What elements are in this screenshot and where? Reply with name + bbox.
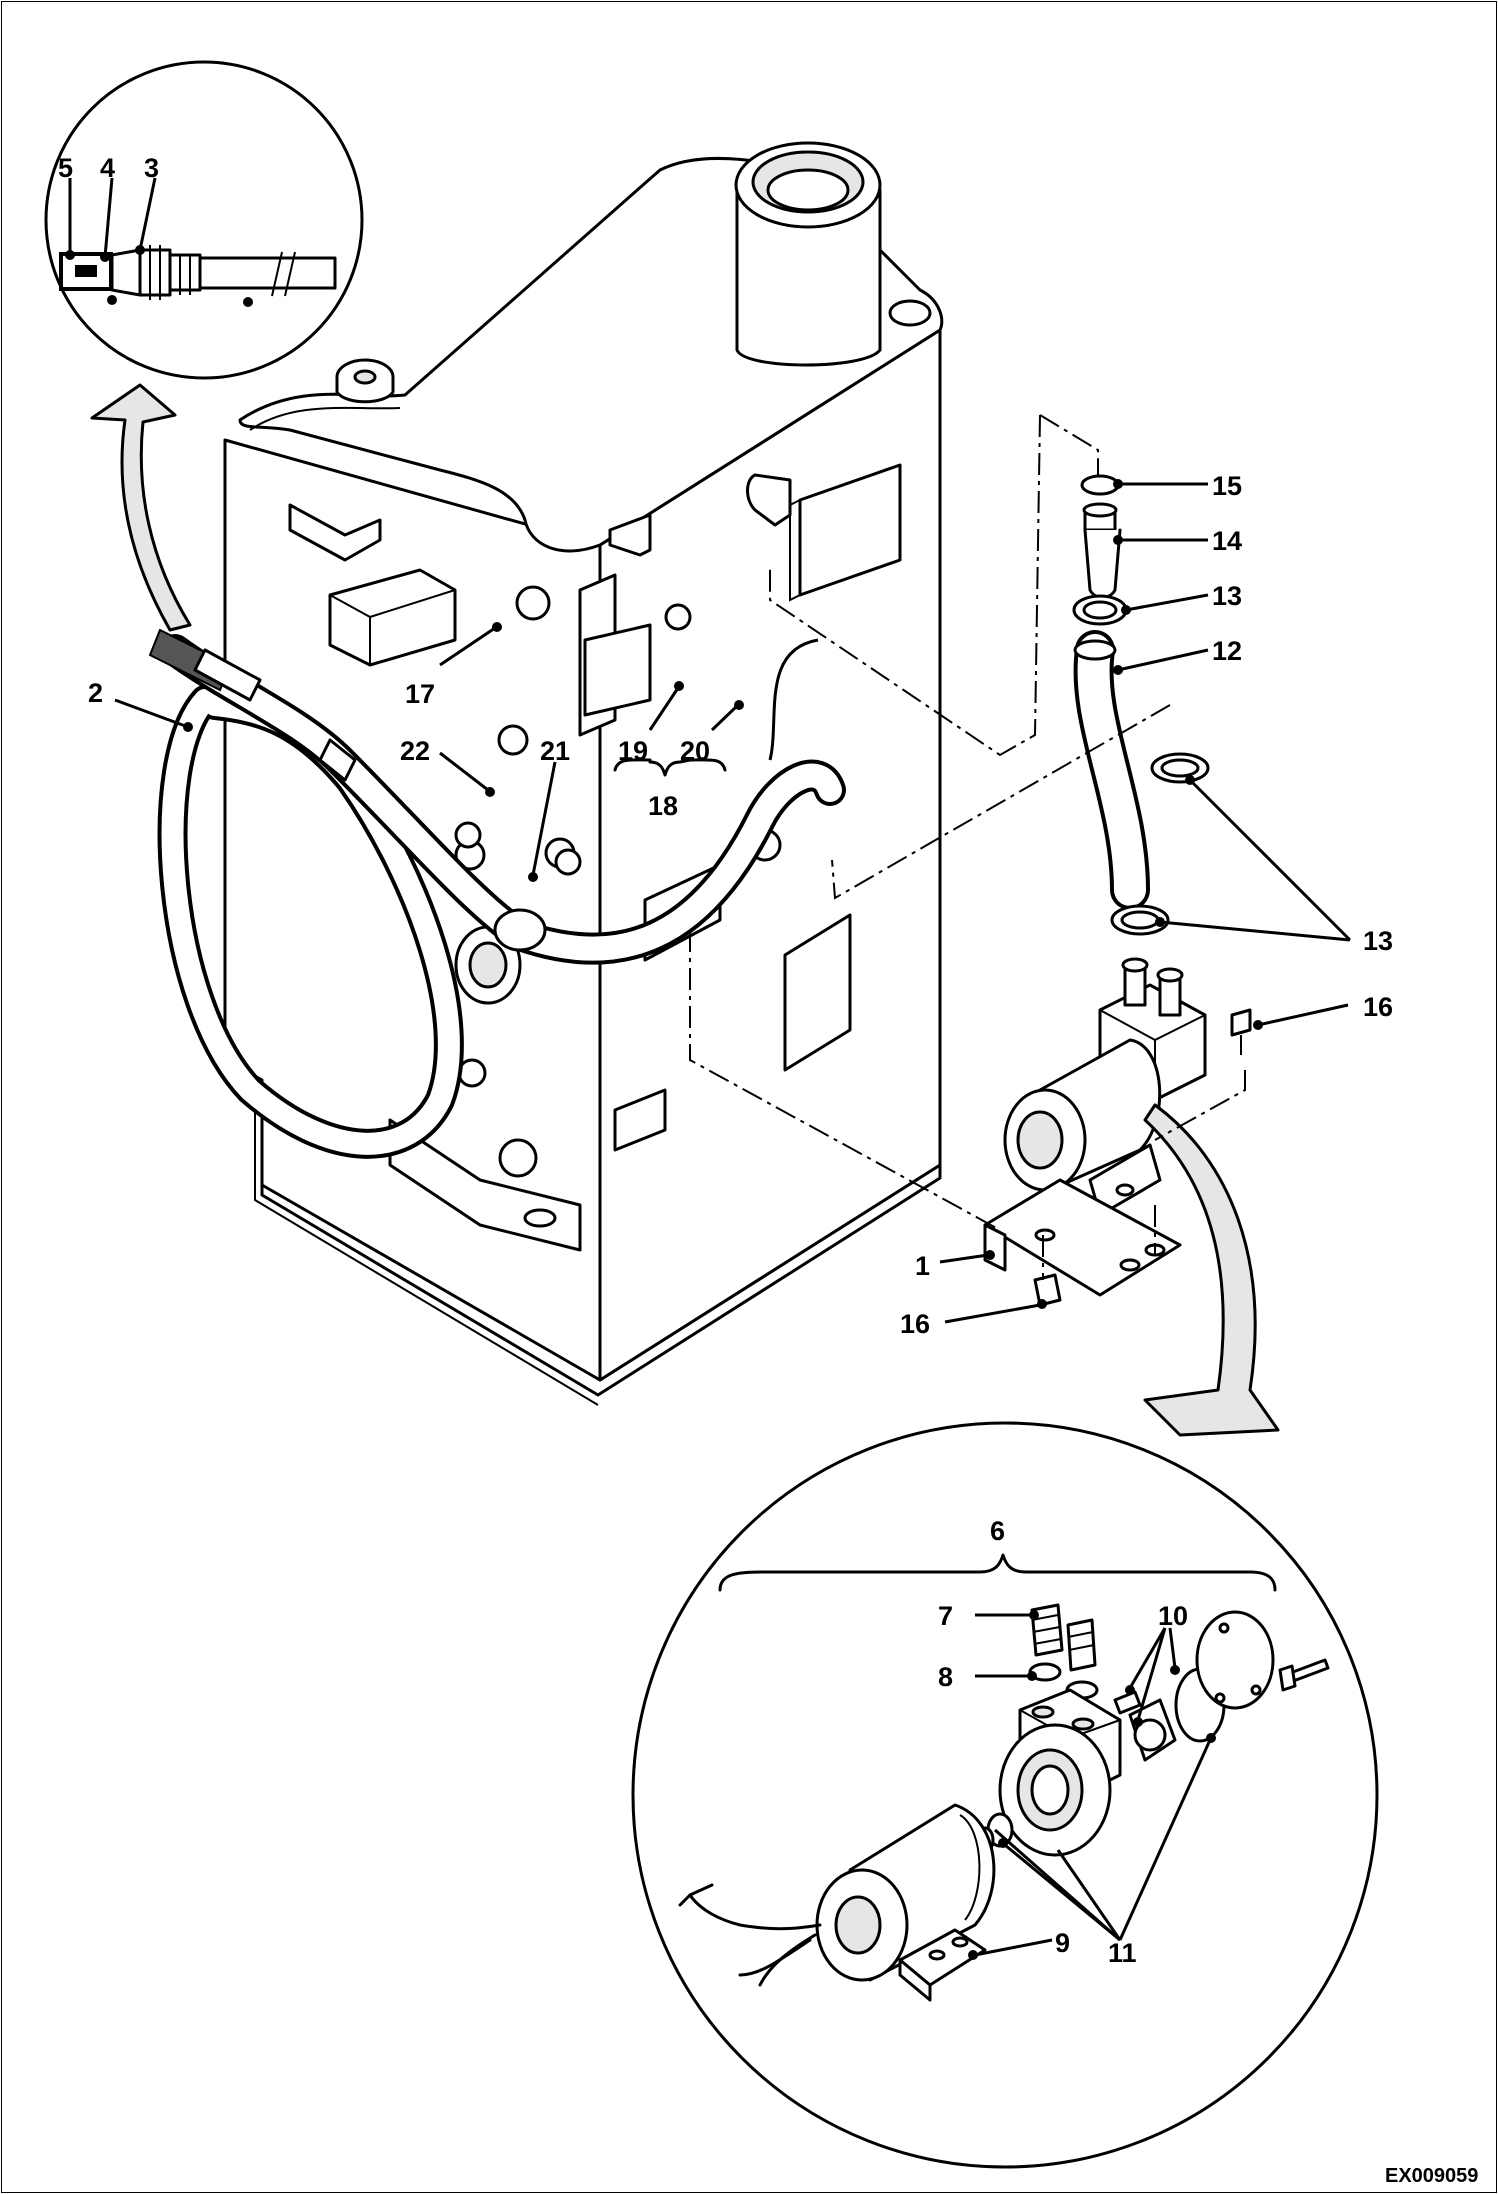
detail-circle-pump	[631, 1421, 1379, 2169]
callout-1: 1	[915, 1251, 930, 1281]
callout-14: 14	[1212, 526, 1242, 556]
callout-2: 2	[88, 678, 103, 708]
assembly-phantom-lines	[689, 414, 1246, 1280]
callout-9: 9	[1055, 1928, 1070, 1958]
callout-17: 17	[405, 679, 435, 709]
detail-circle-hose-fitting	[44, 60, 364, 380]
callout-3: 3	[144, 153, 159, 183]
callout-19: 19	[618, 736, 648, 766]
callout-20: 20	[680, 736, 710, 766]
callout-21: 21	[540, 736, 570, 766]
callout-12: 12	[1212, 636, 1242, 666]
callout-22: 22	[400, 736, 430, 766]
leader-lines	[65, 177, 1352, 1960]
callout-13-top: 13	[1212, 581, 1242, 611]
detail-arrow-bottom	[1143, 1103, 1280, 1437]
callout-8: 8	[938, 1662, 953, 1692]
callout-labels: 5 4 3 2 15 14 13 12 13 16 1 16 17 22 21 …	[58, 153, 1478, 2187]
drawing-code: EX009059	[1385, 2165, 1478, 2187]
hose-assembly	[148, 628, 846, 1159]
callout-11: 11	[1108, 1938, 1137, 1968]
detail-arrow-top	[90, 383, 192, 632]
callout-16-right: 16	[1363, 992, 1393, 1022]
callout-18: 18	[648, 791, 678, 821]
callout-4: 4	[100, 153, 115, 183]
callout-6: 6	[990, 1516, 1005, 1546]
callout-15: 15	[1212, 471, 1242, 501]
callout-7: 7	[938, 1601, 953, 1631]
callout-5: 5	[58, 153, 73, 183]
filter-hose-parts	[1072, 474, 1210, 936]
callout-10: 10	[1158, 1601, 1188, 1631]
pump-assembly	[983, 957, 1252, 1307]
callout-16-bottom: 16	[900, 1309, 930, 1339]
callout-13-lower: 13	[1363, 926, 1393, 956]
